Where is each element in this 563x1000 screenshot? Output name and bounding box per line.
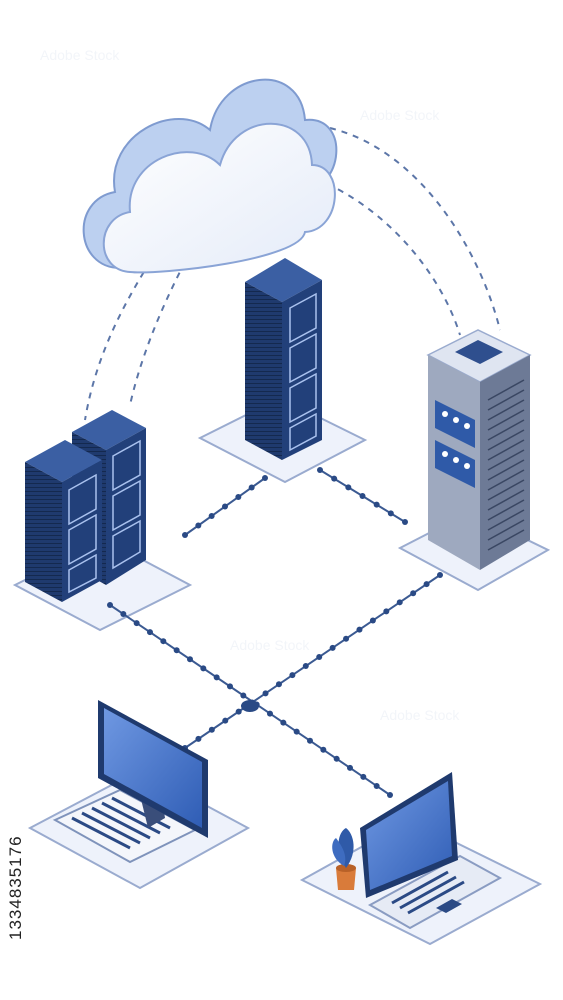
link-bead: [331, 475, 338, 482]
link-bead: [387, 510, 394, 517]
server-tower-gray-icon: [426, 329, 532, 570]
link-bead: [289, 672, 296, 679]
link-bead: [240, 692, 247, 699]
link-bead: [320, 746, 327, 753]
cloud-icon: [82, 78, 338, 274]
watermark-logo-text: Adobe Stock: [380, 707, 460, 723]
link-bead: [262, 475, 268, 481]
link-bead: [307, 737, 313, 744]
link-bead: [410, 590, 417, 597]
link-bead: [387, 792, 393, 798]
link-bead: [133, 620, 140, 627]
link-bead: [359, 493, 366, 499]
watermark-logo-text: Adobe Stock: [230, 637, 310, 653]
link-bead: [248, 484, 255, 491]
link-bead: [437, 572, 443, 578]
link-bead: [383, 608, 390, 615]
link-cloud-racks-inner: [129, 261, 186, 406]
link-bead: [262, 690, 269, 697]
link-bead: [275, 681, 282, 688]
link-bead: [182, 532, 188, 538]
link-bead: [396, 599, 403, 606]
link-bead: [235, 708, 242, 715]
link-bead: [402, 519, 408, 525]
link-bead: [227, 683, 233, 690]
link-bead: [316, 653, 323, 660]
link-bead: [293, 728, 300, 735]
link-bead: [329, 644, 336, 651]
link-bead: [356, 626, 363, 633]
plant-icon: [332, 828, 356, 890]
link-bead: [222, 503, 228, 510]
link-bead: [347, 764, 353, 771]
link-bead: [147, 629, 153, 636]
network-hub-icon: [241, 700, 259, 712]
link-bead: [187, 656, 193, 663]
link-bead: [280, 719, 287, 726]
link-bead: [345, 484, 352, 491]
link-beads: [107, 467, 443, 798]
link-bead: [195, 735, 202, 742]
link-bead: [373, 501, 380, 508]
link-bead: [343, 635, 350, 642]
link-bead: [302, 663, 309, 670]
link-cloud-racks-outer: [84, 261, 151, 421]
server-tower-icon: [245, 258, 322, 460]
link-bead: [120, 611, 127, 618]
link-bead: [369, 617, 376, 624]
watermark-logo: Adobe Stock Adobe Stock Adobe Stock Adob…: [40, 47, 460, 723]
link-bead: [360, 773, 367, 780]
link-bead: [373, 782, 380, 789]
desktop-computer-icon: [52, 700, 208, 864]
link-cloud-tower-outer: [329, 127, 501, 331]
link-bead: [107, 602, 113, 608]
watermark-logo-text: Adobe Stock: [360, 107, 440, 123]
link-bead: [317, 467, 323, 473]
link-bead: [195, 522, 202, 529]
link-bead: [213, 674, 220, 681]
link-bead: [267, 710, 273, 717]
link-bead: [333, 755, 340, 762]
link-bead: [235, 494, 242, 500]
link-bead: [208, 726, 215, 733]
link-bead: [173, 647, 180, 654]
link-bead: [208, 513, 215, 519]
watermark-id: 1334835176: [6, 835, 25, 940]
server-rack-pair-icon: [25, 410, 146, 602]
link-bead: [200, 665, 207, 672]
keyboard-keys: [71, 796, 171, 850]
watermark-logo-text: Adobe Stock: [40, 47, 120, 63]
link-bead: [160, 638, 167, 645]
link-bead: [423, 581, 430, 588]
link-bead: [222, 717, 229, 724]
laptop-icon: [360, 772, 503, 930]
